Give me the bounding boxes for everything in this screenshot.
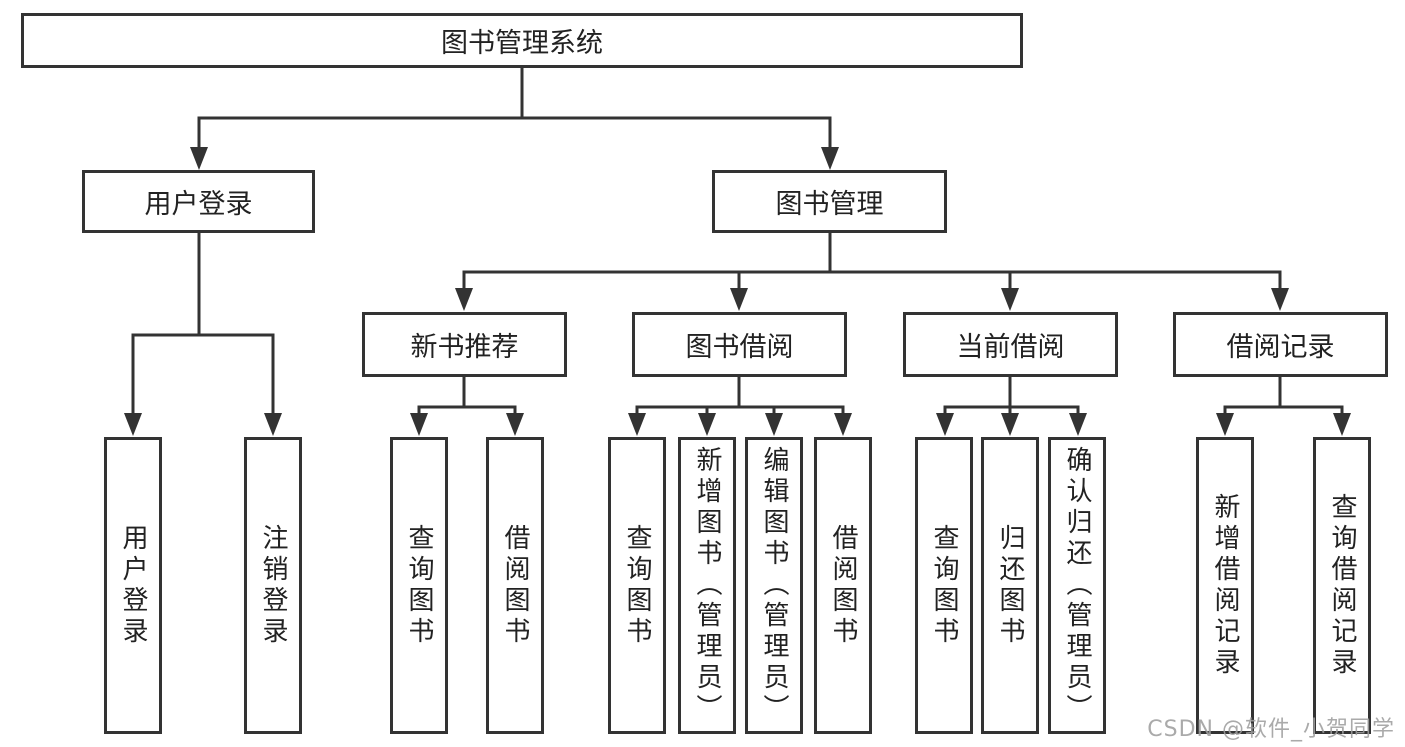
watermark-text: CSDN @软件_小贺同学 xyxy=(1147,717,1395,742)
arrow-icon xyxy=(1271,288,1289,311)
arrowheads xyxy=(124,147,1351,436)
leaf-label: 借阅图书 xyxy=(500,523,530,648)
connector-records-branch xyxy=(1223,405,1344,415)
arrow-icon xyxy=(1001,288,1019,311)
leaf-label: 查询图书 xyxy=(622,523,652,648)
arrow-icon xyxy=(506,413,524,436)
node-root: 图书管理系统 xyxy=(21,13,1023,68)
node-user-login: 用户登录 xyxy=(82,170,315,233)
leaf-label: 新增借阅记录 xyxy=(1210,492,1240,679)
leaf-add-book-admin: 新增图书（管理员） xyxy=(678,437,736,734)
node-new-book-recommend: 新书推荐 xyxy=(362,312,567,377)
arrow-icon xyxy=(124,413,142,436)
leaf-current-query-books: 查询图书 xyxy=(915,437,973,734)
leaf-newbooks-query-books: 查询图书 xyxy=(390,437,448,734)
node-book-management: 图书管理 xyxy=(712,170,947,233)
leaf-add-borrow-record: 新增借阅记录 xyxy=(1196,437,1254,734)
connector-root-branch xyxy=(197,116,832,150)
arrow-icon xyxy=(264,413,282,436)
leaf-label: 编辑图书（管理员） xyxy=(759,446,789,725)
leaf-borrow-query-books: 查询图书 xyxy=(608,437,666,734)
arrow-icon xyxy=(730,288,748,311)
connector-userlogin-branch xyxy=(131,333,275,416)
leaf-label: 用户登录 xyxy=(118,523,148,648)
leaf-newbooks-borrow-books: 借阅图书 xyxy=(486,437,544,734)
leaf-label: 查询图书 xyxy=(404,523,434,648)
arrow-icon xyxy=(455,288,473,311)
node-current-borrow: 当前借阅 xyxy=(903,312,1118,377)
arrow-icon xyxy=(1001,413,1019,436)
leaf-user-login: 用户登录 xyxy=(104,437,162,734)
arrow-icon xyxy=(936,413,954,436)
leaf-edit-book-admin: 编辑图书（管理员） xyxy=(745,437,803,734)
leaf-label: 查询图书 xyxy=(929,523,959,648)
node-borrow-records: 借阅记录 xyxy=(1173,312,1388,377)
connector-bookborrow-branch xyxy=(635,405,845,415)
arrow-icon xyxy=(1069,413,1087,436)
leaf-label: 查询借阅记录 xyxy=(1327,492,1357,679)
arrow-icon xyxy=(410,413,428,436)
arrow-icon xyxy=(834,413,852,436)
connector-bookmgmt-branch xyxy=(462,270,1282,290)
leaf-confirm-return-admin: 确认归还（管理员） xyxy=(1048,437,1106,734)
leaf-label: 确认归还（管理员） xyxy=(1062,446,1092,725)
leaf-label: 新增图书（管理员） xyxy=(692,446,722,725)
arrow-icon xyxy=(1333,413,1351,436)
arrow-icon xyxy=(628,413,646,436)
arrow-icon xyxy=(821,147,839,170)
arrow-icon xyxy=(190,147,208,170)
arrow-icon xyxy=(698,413,716,436)
leaf-label: 借阅图书 xyxy=(828,523,858,648)
leaf-label: 归还图书 xyxy=(995,523,1025,648)
leaf-borrow-books: 借阅图书 xyxy=(814,437,872,734)
arrow-icon xyxy=(1216,413,1234,436)
leaf-return-book: 归还图书 xyxy=(981,437,1039,734)
leaf-query-borrow-record: 查询借阅记录 xyxy=(1313,437,1371,734)
leaf-label: 注销登录 xyxy=(258,523,288,648)
connector-newbooks-branch xyxy=(417,405,517,415)
arrow-icon xyxy=(765,413,783,436)
node-book-borrow: 图书借阅 xyxy=(632,312,847,377)
leaf-logout: 注销登录 xyxy=(244,437,302,734)
